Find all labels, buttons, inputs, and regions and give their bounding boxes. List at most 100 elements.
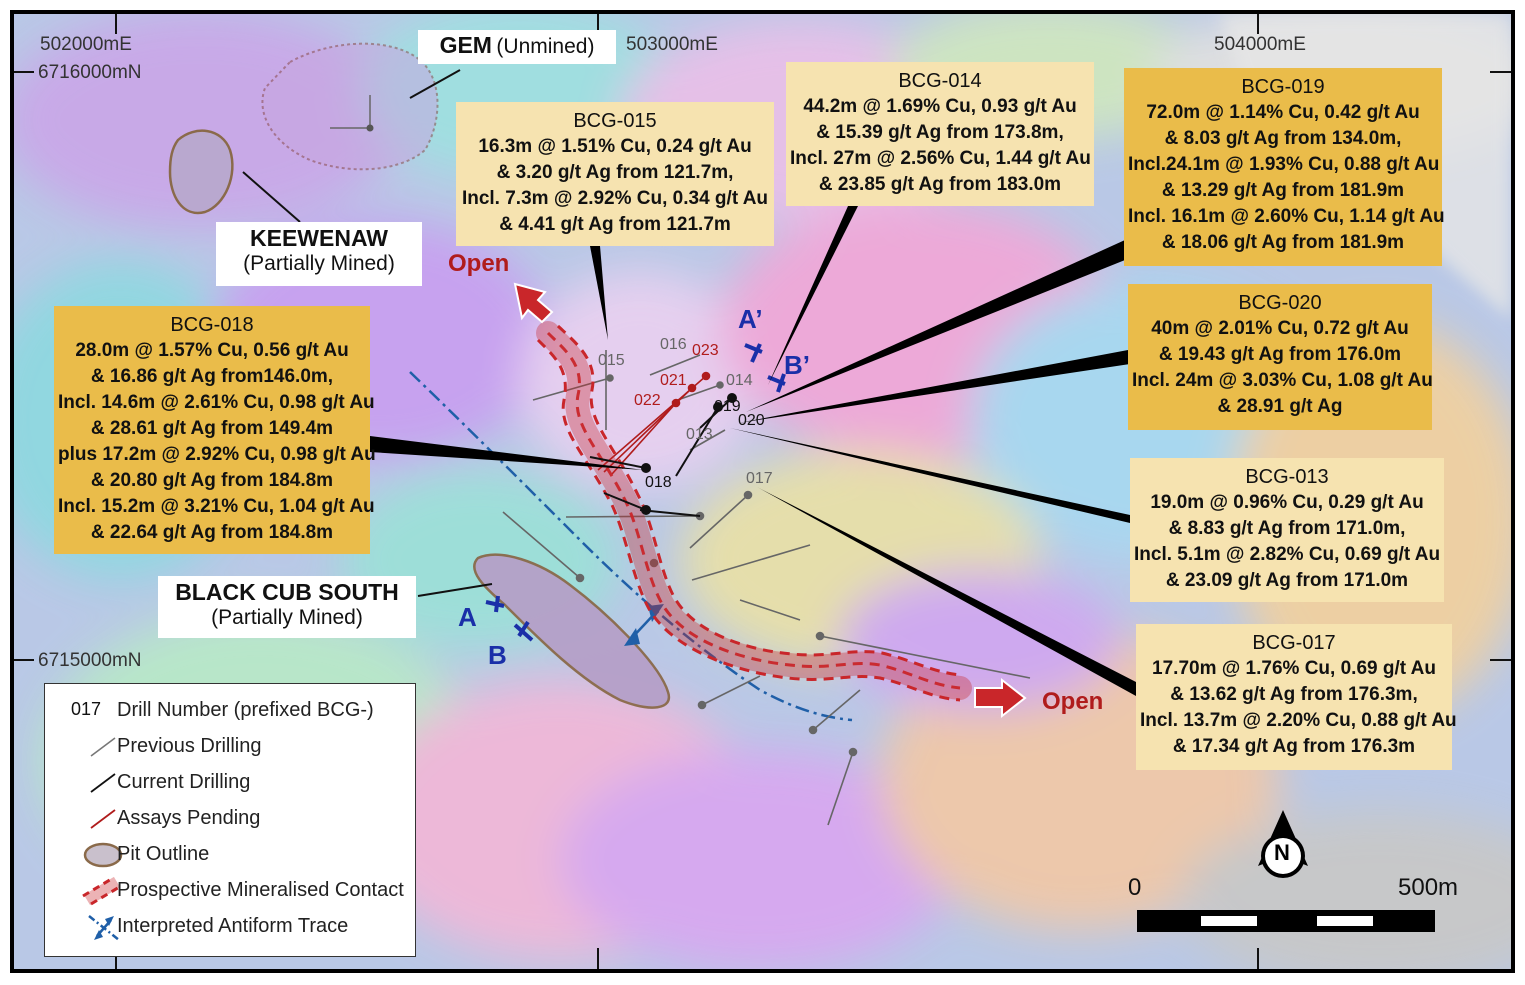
callout-line: Incl. 13.7m @ 2.20% Cu, 0.88 g/t Au	[1140, 710, 1457, 731]
callout-line: & 17.34 g/t Ag from 176.3m	[1172, 736, 1416, 757]
deposit-status: (Partially Mined)	[243, 252, 395, 275]
callout-title: BCG-015	[573, 110, 657, 132]
callout-line: 17.70m @ 1.76% Cu, 0.69 g/t Au	[1152, 658, 1436, 679]
callout-line: Incl. 14.6m @ 2.61% Cu, 0.98 g/t Au	[58, 392, 375, 413]
section-label-b-prime: B’	[784, 350, 810, 380]
callout-bcg-017: BCG-017 17.70m @ 1.76% Cu, 0.69 g/t Au &…	[1136, 624, 1457, 770]
callout-bcg-019: BCG-019 72.0m @ 1.14% Cu, 0.42 g/t Au & …	[1124, 68, 1445, 266]
callout-line: & 20.80 g/t Ag from 184.8m	[90, 470, 334, 491]
deposit-label-gem: GEM (Unmined)	[418, 30, 616, 64]
callout-bcg-015: BCG-015 16.3m @ 1.51% Cu, 0.24 g/t Au & …	[456, 102, 774, 246]
callout-line: & 13.62 g/t Ag from 176.3m,	[1170, 684, 1418, 705]
drill-label-022: 022	[634, 392, 661, 409]
callout-title: BCG-013	[1245, 466, 1329, 488]
callout-line: & 18.06 g/t Ag from 181.9m	[1161, 232, 1405, 253]
deposit-label-keewenaw: KEEWENAW (Partially Mined)	[216, 222, 422, 286]
callout-line: 19.0m @ 0.96% Cu, 0.29 g/t Au	[1150, 492, 1424, 513]
drill-label-018: 018	[645, 474, 672, 491]
assays-pending-icon	[90, 809, 116, 829]
legend-label: Interpreted Antiform Trace	[117, 915, 349, 937]
legend-item-previous-drilling: Previous Drilling	[45, 730, 415, 764]
legend-item-drill-number: 017 Drill Number (prefixed BCG-)	[45, 694, 415, 728]
drill-number-symbol: 017	[71, 699, 102, 719]
section-label-a-prime: A’	[738, 304, 763, 334]
drill-label-019: 019	[714, 398, 741, 415]
previous-drilling-icon	[90, 737, 116, 757]
antiform-trace-icon	[88, 915, 120, 941]
callout-line: Incl. 7.3m @ 2.92% Cu, 0.34 g/t Au	[461, 188, 769, 209]
legend-label: Prospective Mineralised Contact	[117, 879, 404, 901]
deposit-name: GEM	[439, 32, 492, 58]
callout-line: & 8.03 g/t Ag from 134.0m,	[1164, 128, 1402, 149]
drill-label-014: 014	[726, 372, 753, 389]
legend-label: Previous Drilling	[117, 735, 262, 757]
open-label-north: Open	[448, 250, 510, 277]
legend-item-antiform-trace: Interpreted Antiform Trace	[45, 910, 415, 944]
north-arrow-label: N	[1274, 840, 1290, 865]
callout-title: BCG-014	[898, 70, 982, 92]
legend-item-assays-pending: Assays Pending	[45, 802, 415, 836]
drill-label-017: 017	[746, 470, 773, 487]
scale-bar	[1137, 910, 1435, 932]
callout-line: 44.2m @ 1.69% Cu, 0.93 g/t Au	[803, 96, 1077, 117]
drill-label-016: 016	[660, 336, 687, 353]
callout-line: 28.0m @ 1.57% Cu, 0.56 g/t Au	[75, 340, 349, 361]
callout-line: & 4.41 g/t Ag from 121.7m	[499, 214, 731, 235]
scale-start-label: 0	[1128, 874, 1142, 901]
mineralised-contact-icon	[82, 876, 122, 906]
drill-label-015: 015	[598, 352, 625, 369]
callout-line: & 15.39 g/t Ag from 173.8m,	[816, 122, 1064, 143]
callout-line: plus 17.2m @ 2.92% Cu, 0.98 g/t Au	[58, 444, 376, 465]
callout-line: & 13.29 g/t Ag from 181.9m	[1161, 180, 1405, 201]
callout-bcg-014: BCG-014 44.2m @ 1.69% Cu, 0.93 g/t Au & …	[786, 62, 1094, 206]
deposit-name: KEEWENAW	[250, 225, 388, 251]
callout-line: Incl. 5.1m @ 2.82% Cu, 0.69 g/t Au	[1134, 544, 1441, 565]
legend: 017 Drill Number (prefixed BCG-) Previou…	[44, 683, 416, 957]
grid-northing-label: 6716000mN	[38, 62, 142, 83]
grid-northing-label: 6715000mN	[38, 650, 142, 671]
grid-easting-label: 504000mE	[1214, 34, 1306, 55]
drill-label-020: 020	[738, 412, 765, 429]
callout-bcg-013: BCG-013 19.0m @ 0.96% Cu, 0.29 g/t Au & …	[1130, 458, 1444, 602]
callout-line: & 16.86 g/t Ag from146.0m,	[90, 366, 334, 387]
callout-title: BCG-019	[1241, 76, 1325, 98]
callout-line: & 19.43 g/t Ag from 176.0m	[1158, 344, 1402, 365]
legend-item-mineralised-contact: Prospective Mineralised Contact	[45, 874, 415, 908]
north-arrow-icon	[1258, 810, 1308, 878]
pit-outline-icon	[83, 842, 123, 868]
legend-item-pit-outline: Pit Outline	[45, 838, 415, 872]
drill-label-023: 023	[692, 342, 719, 359]
callout-line: & 28.91 g/t Ag	[1217, 396, 1343, 417]
deposit-name: BLACK CUB SOUTH	[175, 579, 399, 605]
deposit-status: (Partially Mined)	[211, 606, 363, 629]
callout-title: BCG-018	[170, 314, 254, 336]
callout-line: 16.3m @ 1.51% Cu, 0.24 g/t Au	[478, 136, 752, 157]
legend-label: Current Drilling	[117, 771, 251, 793]
callout-line: Incl.24.1m @ 1.93% Cu, 0.88 g/t Au	[1128, 154, 1440, 175]
section-label-b: B	[488, 640, 507, 670]
callout-line: Incl. 27m @ 2.56% Cu, 1.44 g/t Au	[790, 148, 1091, 169]
drill-label-021: 021	[660, 372, 687, 389]
callout-line: 40m @ 2.01% Cu, 0.72 g/t Au	[1151, 318, 1409, 339]
legend-label: Pit Outline	[117, 843, 210, 865]
deposit-status: (Unmined)	[496, 35, 595, 58]
callout-title: BCG-020	[1238, 292, 1322, 314]
current-drilling-icon	[90, 773, 116, 793]
legend-item-current-drilling: Current Drilling	[45, 766, 415, 800]
deposit-label-black-cub-south: BLACK CUB SOUTH (Partially Mined)	[158, 576, 416, 638]
callout-line: & 23.09 g/t Ag from 171.0m	[1165, 570, 1409, 591]
callout-line: Incl. 16.1m @ 2.60% Cu, 1.14 g/t Au	[1128, 206, 1445, 227]
legend-label: Drill Number (prefixed BCG-)	[117, 699, 374, 721]
callout-line: & 23.85 g/t Ag from 183.0m	[818, 174, 1062, 195]
scale-end-label: 500m	[1398, 874, 1459, 901]
callout-line: & 22.64 g/t Ag from 184.8m	[90, 522, 334, 543]
drill-label-013: 013	[686, 426, 713, 443]
callout-line: & 3.20 g/t Ag from 121.7m,	[496, 162, 734, 183]
callout-line: & 8.83 g/t Ag from 171.0m,	[1168, 518, 1406, 539]
open-label-east: Open	[1042, 688, 1104, 715]
legend-label: Assays Pending	[117, 807, 261, 829]
callout-line: & 28.61 g/t Ag from 149.4m	[90, 418, 334, 439]
callout-line: Incl. 15.2m @ 3.21% Cu, 1.04 g/t Au	[58, 496, 375, 517]
grid-easting-label: 502000mE	[40, 34, 132, 55]
